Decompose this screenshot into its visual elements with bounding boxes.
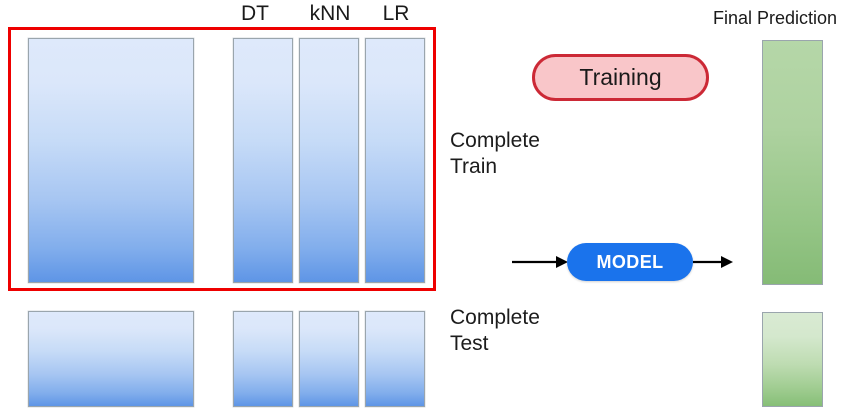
final-prediction-test-block <box>762 312 823 407</box>
training-badge[interactable]: Training <box>532 54 709 101</box>
row-label-complete-test: Complete Test <box>450 306 540 356</box>
column-label-knn: kNN <box>309 2 351 25</box>
final-prediction-train-block <box>762 40 823 285</box>
column-label-lr: LR <box>382 2 410 25</box>
final-prediction-label: Final Prediction <box>712 8 838 28</box>
test-knn-block <box>299 311 359 407</box>
train-dt-block <box>233 38 293 283</box>
complete-train-block <box>28 38 194 283</box>
train-lr-block <box>365 38 425 283</box>
test-dt-block <box>233 311 293 407</box>
arrow-out-of-model-icon <box>693 256 733 268</box>
model-badge-label: MODEL <box>596 251 664 272</box>
arrow-into-model-icon <box>512 256 568 268</box>
model-badge[interactable]: MODEL <box>567 243 693 281</box>
train-knn-block <box>299 38 359 283</box>
model-flow-group: MODEL <box>510 243 735 283</box>
complete-test-block <box>28 311 194 407</box>
column-label-dt: DT <box>241 2 269 25</box>
row-label-complete-train: Complete Train <box>450 129 540 179</box>
training-badge-label: Training <box>579 64 662 90</box>
test-lr-block <box>365 311 425 407</box>
